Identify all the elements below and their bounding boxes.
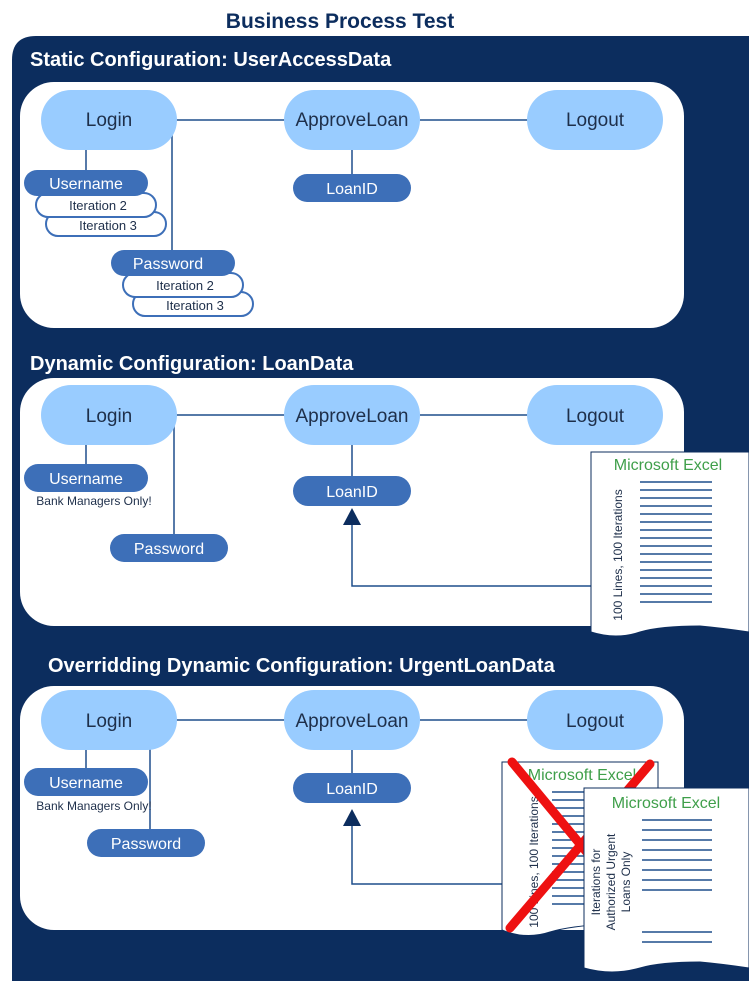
- param-loanid: [293, 174, 411, 202]
- param-username: [24, 170, 148, 196]
- excel-title: Microsoft Excel: [614, 457, 722, 474]
- param-password: [87, 829, 205, 857]
- component-logout-label: Logout: [566, 711, 625, 732]
- param-loanid: [293, 476, 411, 506]
- excel-title-urgent: Microsoft Excel: [612, 795, 720, 812]
- component-login-label: Login: [86, 406, 133, 427]
- param-loanid-label: LoanID: [326, 484, 378, 501]
- param-username: [24, 768, 148, 796]
- excel-side-text-line-3: Loans Only: [619, 852, 633, 913]
- component-approveloan: [284, 90, 420, 150]
- component-login: [41, 690, 177, 750]
- section-heading-dynamic: Dynamic Configuration: LoanData: [30, 353, 354, 375]
- excel-sheet-dynamic: Microsoft Excel 100 Lines, 100 Iteration…: [590, 451, 749, 637]
- excel-side-text: 100 Lines, 100 Iterations: [611, 489, 625, 620]
- component-logout: [527, 690, 663, 750]
- excel-sheet-urgent: Microsoft Excel Iterations for Authorize…: [583, 787, 749, 973]
- component-login: [41, 385, 177, 445]
- excel-grid-lines: [640, 481, 712, 603]
- username-iteration-3-label: Iteration 3: [79, 218, 137, 233]
- component-login: [41, 90, 177, 150]
- param-username-label: Username: [49, 775, 123, 792]
- param-loanid-label: LoanID: [326, 181, 378, 198]
- diagram-title: Business Process Test: [226, 10, 454, 33]
- component-login-label: Login: [86, 110, 133, 131]
- username-note: Bank Managers Only!: [36, 494, 151, 508]
- component-approveloan-label: ApproveLoan: [295, 406, 408, 427]
- component-logout-label: Logout: [566, 110, 625, 131]
- password-iteration-2-label: Iteration 2: [156, 278, 214, 293]
- excel-side-text-line-1: Iterations for: [589, 849, 603, 916]
- param-loanid-label: LoanID: [326, 781, 378, 798]
- param-username-label: Username: [49, 471, 123, 488]
- section-connectors-dynamic: [85, 414, 600, 587]
- component-logout: [527, 90, 663, 150]
- data-flow-arrowhead: [343, 809, 361, 826]
- password-iteration-3-label: Iteration 3: [166, 298, 224, 313]
- param-username: [24, 464, 148, 492]
- component-approveloan-label: ApproveLoan: [295, 711, 408, 732]
- section-heading-static: Static Configuration: UserAccessData: [30, 49, 392, 71]
- component-approveloan: [284, 690, 420, 750]
- param-password-label: Password: [134, 541, 204, 558]
- section-connectors-static: [85, 119, 528, 250]
- excel-grid-lines-urgent: [642, 819, 712, 943]
- data-flow-arrowhead: [343, 508, 361, 525]
- username-note: Bank Managers Only!: [36, 799, 151, 813]
- param-loanid: [293, 773, 411, 803]
- param-password: [111, 250, 235, 276]
- component-logout: [527, 385, 663, 445]
- param-password-label: Password: [133, 256, 203, 273]
- param-password: [110, 534, 228, 562]
- component-logout-label: Logout: [566, 406, 625, 427]
- section-heading-overriding: Overridding Dynamic Configuration: Urgen…: [48, 655, 556, 677]
- excel-title-overridden: Microsoft Excel: [528, 767, 636, 784]
- component-login-label: Login: [86, 711, 133, 732]
- username-iteration-2-label: Iteration 2: [69, 198, 127, 213]
- component-approveloan-label: ApproveLoan: [295, 110, 408, 131]
- param-username-label: Username: [49, 176, 123, 193]
- param-password-label: Password: [111, 836, 181, 853]
- component-approveloan: [284, 385, 420, 445]
- excel-side-text-line-2: Authorized Urgent: [604, 833, 618, 930]
